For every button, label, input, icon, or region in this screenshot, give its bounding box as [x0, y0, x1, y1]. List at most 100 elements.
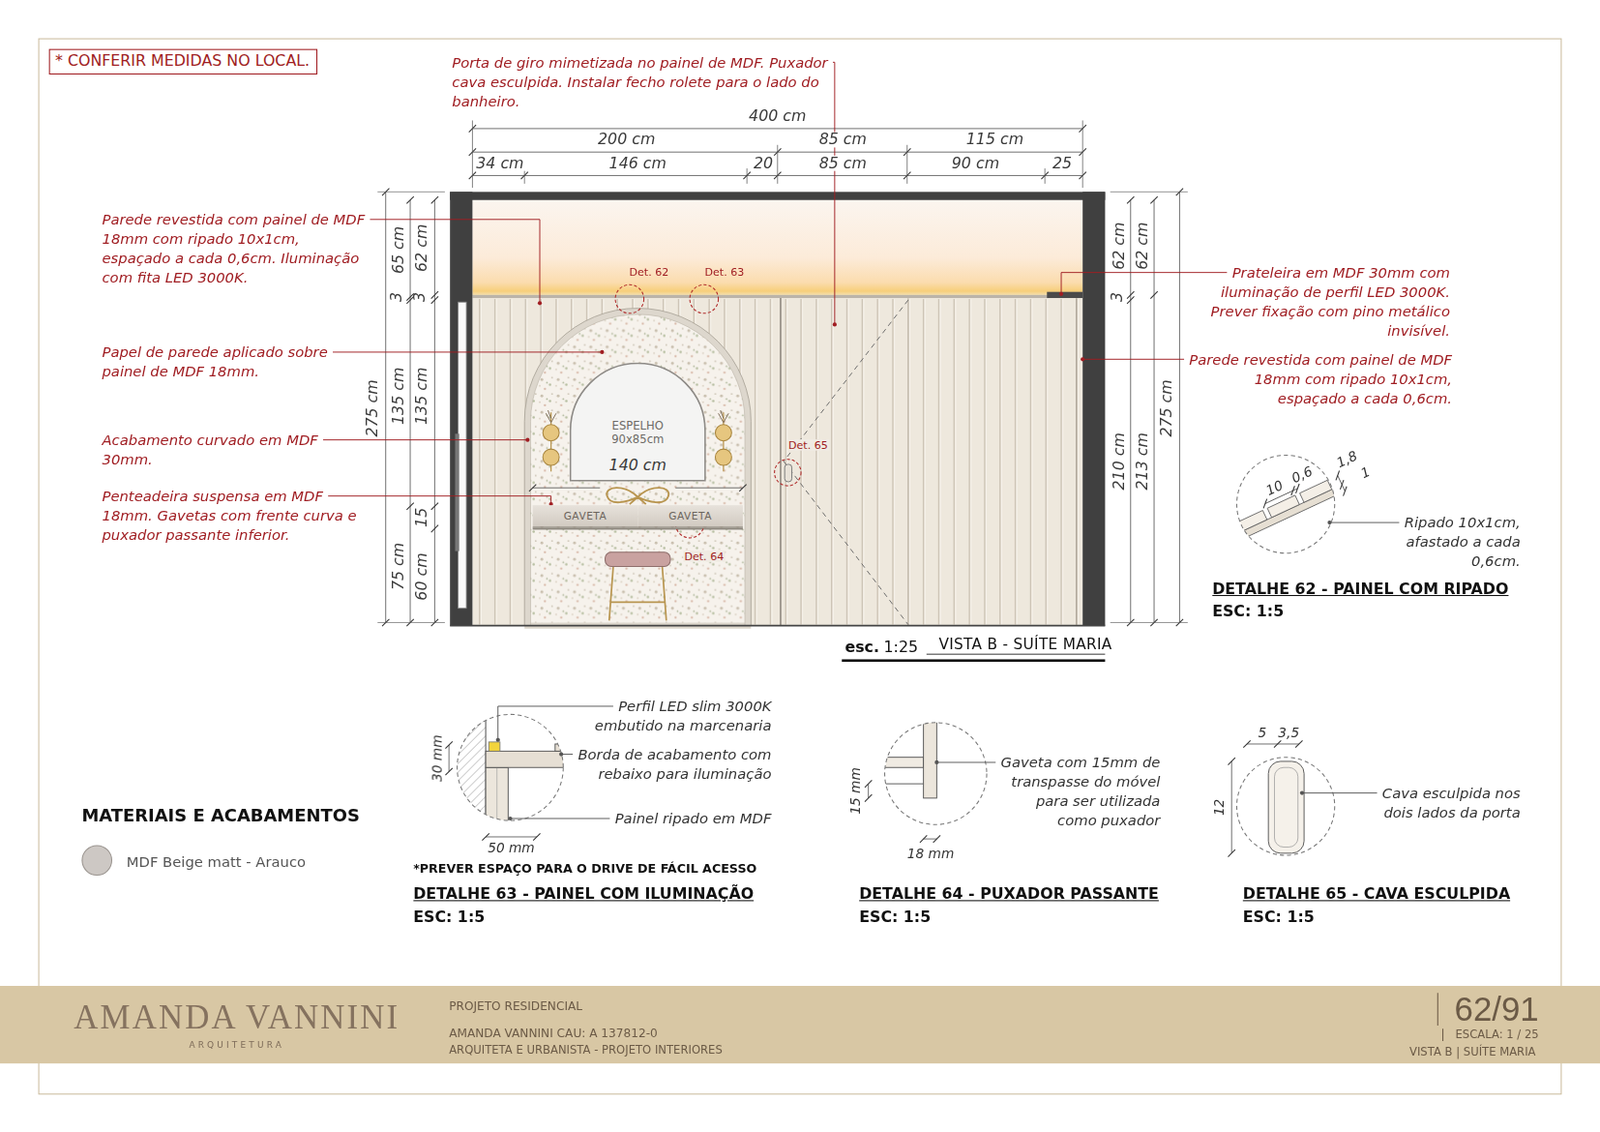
extension-line	[1082, 119, 1084, 188]
panel-slat-highlight	[817, 298, 819, 624]
shelf-end	[1046, 292, 1083, 298]
dimension-line	[485, 835, 537, 837]
mirror-glass	[570, 363, 706, 481]
extension-line	[1110, 191, 1188, 193]
dimension-text: 50 mm	[487, 841, 535, 856]
panel-slat-highlight	[1062, 298, 1064, 624]
detail-callout: Det. 63	[705, 266, 745, 279]
dimension-text: 210 cm	[1111, 432, 1127, 490]
panel-slat	[785, 298, 787, 624]
brand-name: AMANDA VANNINI	[73, 998, 400, 1037]
note-box-label: * CONFERIR MEDIDAS NO LOCAL.	[55, 51, 312, 71]
annotation-note: Penteadeira suspensa em MDF 18mm. Gaveta…	[101, 486, 376, 545]
panel-slat-highlight	[848, 298, 850, 624]
dimension-text: 15	[414, 507, 431, 528]
dimension-tick	[1126, 196, 1134, 204]
panel-slat	[494, 298, 496, 624]
panel-slat-highlight	[863, 298, 865, 624]
detail-note: Gaveta com 15mm de transpasse do móvel p…	[999, 752, 1161, 830]
panel-slat-highlight	[878, 298, 880, 624]
panel-slat-highlight	[771, 298, 773, 624]
panel-slat-highlight	[985, 298, 987, 624]
dimension-line	[434, 200, 436, 623]
dimension-tick	[431, 196, 439, 204]
wall-section	[449, 191, 473, 625]
panel-slat	[1045, 298, 1047, 624]
dimension-tick	[1243, 740, 1250, 747]
detail-callout: Det. 64	[682, 550, 725, 563]
extension-line	[1110, 622, 1188, 623]
dimension-text: 275 cm	[1159, 379, 1176, 437]
dimension-text: 5	[1257, 726, 1267, 741]
drawer-section	[883, 757, 923, 769]
sconce-globe	[542, 448, 560, 466]
leader-line	[1061, 272, 1227, 295]
panel-slat-highlight	[832, 298, 834, 624]
title-band: AMANDA VANNINIARQUITETURAPROJETO RESIDEN…	[0, 985, 1600, 1064]
sconce-globe	[714, 424, 732, 442]
panel-slat	[815, 298, 817, 624]
scale-note: ESC: 1:5	[859, 907, 931, 926]
leader-line	[936, 761, 996, 763]
drawer-front: GAVETA	[533, 504, 639, 528]
dimension-line	[867, 783, 869, 799]
scale-note: ESC: 1:5	[413, 907, 485, 926]
panel-slat	[478, 298, 480, 624]
panel-slat	[999, 298, 1001, 624]
side-handle	[454, 433, 459, 551]
drawer-line	[883, 783, 923, 785]
shelf	[472, 295, 1083, 298]
dimension-text: 200 cm	[595, 132, 658, 149]
panel-slat-highlight	[1046, 298, 1048, 624]
drawer-front: GAVETA	[637, 504, 743, 528]
dimension-text: 34 cm	[474, 155, 527, 172]
caption-rule	[926, 653, 1106, 655]
dimension-text: 60 cm	[414, 552, 431, 600]
leader-line	[323, 439, 528, 441]
annotation-note: Prateleira em MDF 30mm com iluminação de…	[1194, 263, 1451, 341]
annotation-note: Porta de giro mimetizada no painel de MD…	[451, 53, 830, 112]
leader-dot	[507, 816, 512, 821]
dimension-line	[1129, 200, 1131, 623]
extension-line	[377, 191, 445, 193]
dimension-text: 0,6	[1289, 464, 1315, 486]
wallpaper-niche	[527, 311, 748, 626]
drawer-front-section	[923, 713, 938, 798]
dimension-text: 140 cm	[609, 457, 667, 474]
decorative-bow	[606, 487, 669, 504]
panel-slat-highlight	[893, 298, 895, 624]
dimension-tick	[864, 779, 872, 787]
side-panel	[458, 301, 467, 608]
detail-drawing	[1268, 761, 1304, 854]
detail-marker	[689, 284, 719, 314]
panel-slat-highlight	[786, 298, 788, 624]
dimension-text: 85 cm	[817, 155, 870, 172]
dimension-tick	[1228, 849, 1236, 857]
door-edge	[907, 297, 909, 626]
panel-edge	[1075, 297, 1077, 626]
detail-title: DETALHE 65 - CAVA ESCULPIDA	[1243, 885, 1511, 904]
scale-note: 1:25	[883, 637, 919, 656]
scale-note: esc.	[844, 637, 880, 656]
dimension-text: 115 cm	[964, 132, 1027, 149]
panel-slat-highlight	[1001, 298, 1003, 624]
annotation-note: Papel de parede aplicado sobre painel de…	[101, 342, 335, 382]
dimension-text: 18 mm	[907, 846, 955, 860]
mirror-shape-label: ESPELHO 90x85cm	[600, 419, 675, 446]
slat-section	[1202, 525, 1235, 548]
dimension-line	[675, 487, 743, 489]
extension-line	[906, 145, 908, 184]
separator-bar	[1442, 1028, 1444, 1041]
caption-rule	[841, 658, 1105, 662]
panel-slat-highlight	[480, 298, 482, 624]
detail-circle	[1236, 454, 1334, 553]
door-swing-line	[783, 461, 909, 625]
dimension-text: 62 cm	[1111, 222, 1127, 270]
detail-drawing	[1200, 461, 1375, 555]
dimension-tick	[1274, 740, 1281, 747]
sheet-number: 62/91	[1454, 989, 1540, 1029]
extension-line	[1044, 168, 1046, 184]
leader-dot	[559, 751, 563, 756]
